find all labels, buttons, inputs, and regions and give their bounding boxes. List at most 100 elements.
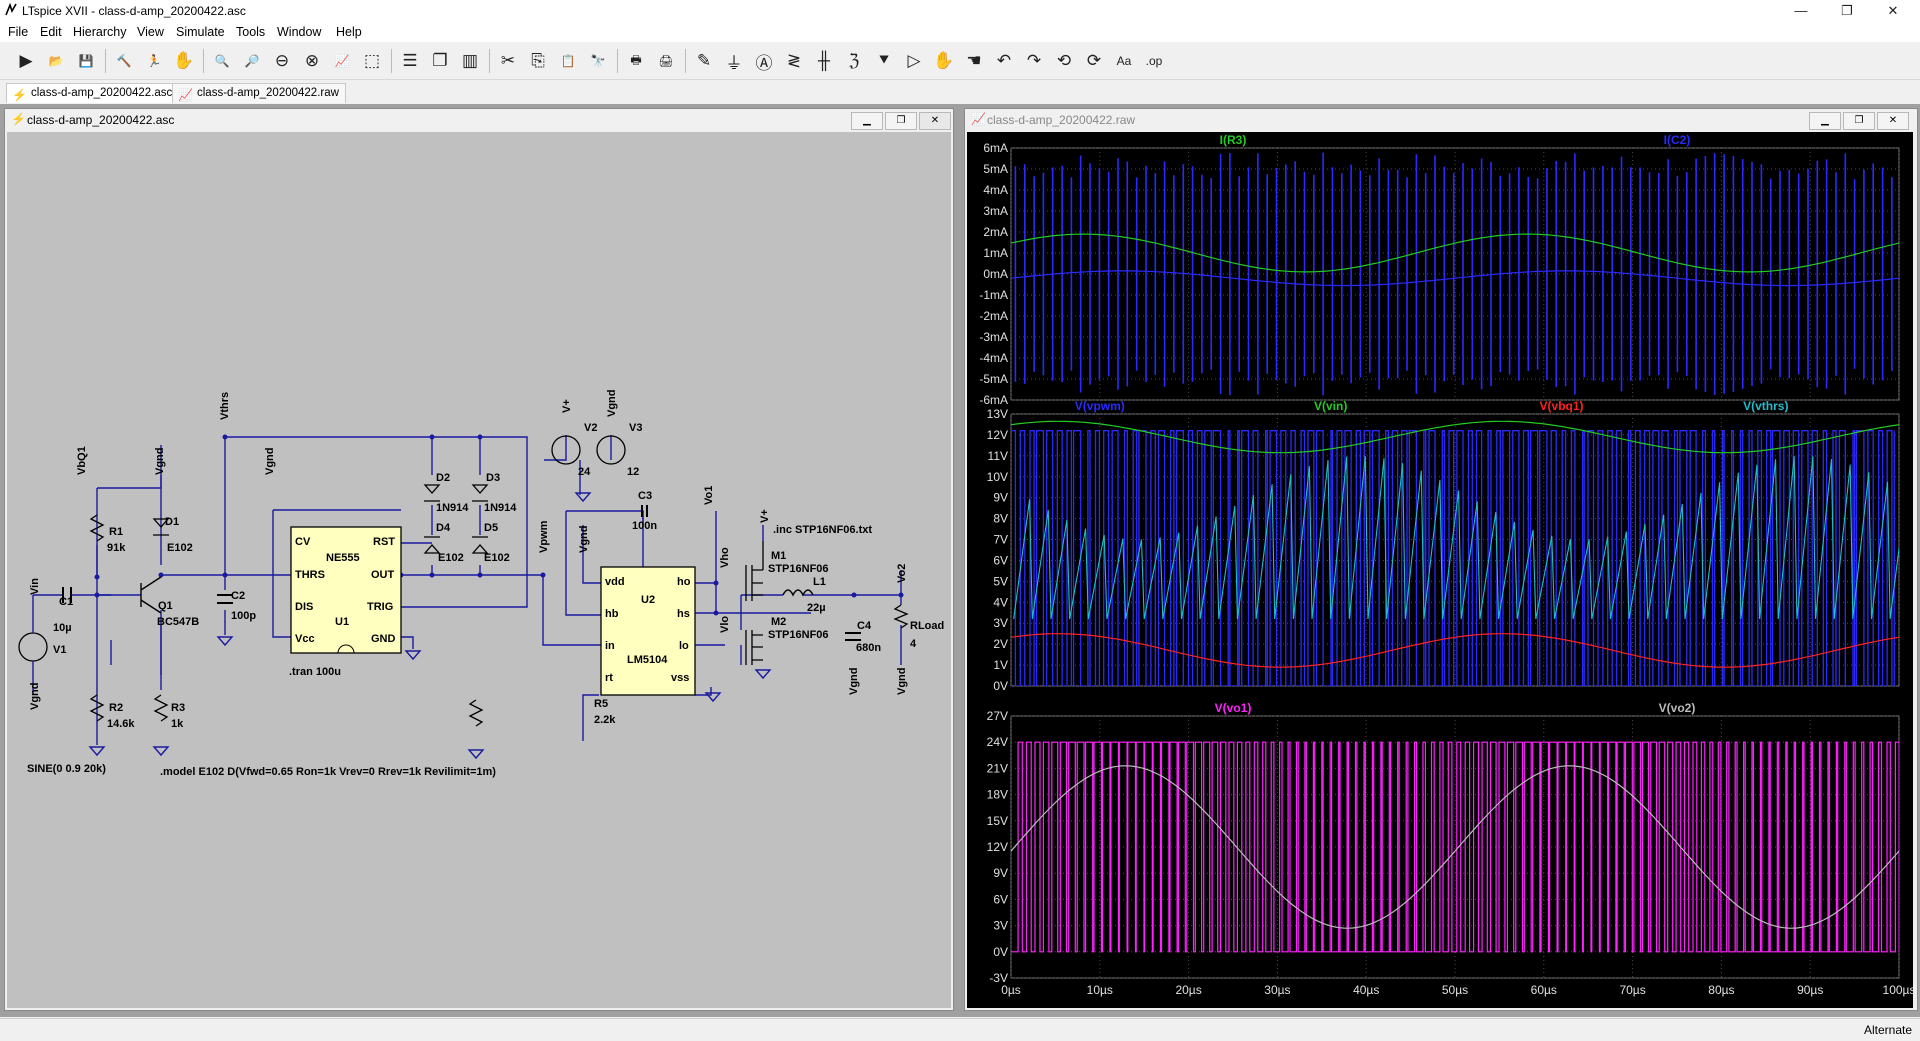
resistor-icon[interactable]: ≷ xyxy=(786,51,802,70)
schematic-close-button[interactable]: ✕ xyxy=(919,112,951,130)
legend-entry[interactable]: V(vthrs) xyxy=(1743,399,1788,413)
lm5104-chip-u2[interactable] xyxy=(600,566,696,696)
transistor-q1[interactable] xyxy=(140,576,162,614)
tile-vertical-icon[interactable]: ▥ xyxy=(461,51,479,70)
save-icon[interactable]: 💾 xyxy=(78,54,94,68)
capacitor-c4[interactable] xyxy=(845,632,861,641)
diode-d3[interactable] xyxy=(471,484,489,502)
legend-entry[interactable]: V(vo2) xyxy=(1659,701,1696,715)
waveform-close-button[interactable]: ✕ xyxy=(1877,112,1909,130)
undo-icon[interactable]: ↶ xyxy=(996,51,1012,70)
capacitor-c2[interactable] xyxy=(217,594,233,604)
diode-icon[interactable]: ⯆ xyxy=(877,51,891,70)
menu-view[interactable]: View xyxy=(137,25,164,39)
diode-d4[interactable] xyxy=(423,536,441,554)
schematic-restore-button[interactable]: ❐ xyxy=(885,112,917,130)
resistor-rload[interactable] xyxy=(893,604,909,629)
inductor-icon[interactable]: ℨ xyxy=(848,51,860,70)
drag-icon[interactable]: ☚ xyxy=(966,51,982,70)
menu-file[interactable]: File xyxy=(8,25,29,39)
zoom-out-icon[interactable]: ⊖ xyxy=(274,51,290,70)
autorange-icon[interactable]: 📈 xyxy=(334,54,350,68)
menu-tools[interactable]: Tools xyxy=(236,25,266,39)
resistor-r5[interactable] xyxy=(468,699,484,727)
capacitor-icon[interactable]: ╫ xyxy=(817,51,831,70)
measure-icon[interactable]: ⬚ xyxy=(363,51,381,70)
move-icon[interactable]: ✋ xyxy=(933,51,955,70)
menu-help[interactable]: Help xyxy=(336,25,362,39)
resistor-r2[interactable] xyxy=(89,694,105,722)
resistor-r3[interactable] xyxy=(153,694,169,722)
halt-icon[interactable]: 🏃 xyxy=(146,54,162,68)
tab-waveform[interactable]: 📈 class-d-amp_20200422.raw xyxy=(172,83,346,103)
tran-directive[interactable]: .tran 100u xyxy=(289,666,341,678)
mirror-icon[interactable]: ⟳ xyxy=(1086,51,1102,70)
redo-icon[interactable]: ↷ xyxy=(1026,51,1042,70)
run-icon[interactable]: ▶ xyxy=(19,51,33,70)
minimize-button[interactable]: — xyxy=(1794,3,1808,18)
legend-entry[interactable]: V(vo1) xyxy=(1215,701,1252,715)
print-icon[interactable]: 🖶 xyxy=(630,52,642,67)
spice-directive-icon[interactable]: .op xyxy=(1145,54,1163,68)
menu-simulate[interactable]: Simulate xyxy=(176,25,225,39)
waveform-minimize-button[interactable]: ▁ xyxy=(1809,112,1841,130)
text-icon[interactable]: Aa xyxy=(1116,54,1132,68)
mosfet-m1[interactable] xyxy=(745,541,764,601)
schematic-icon: ⚡ xyxy=(12,88,27,102)
waveform-restore-button[interactable]: ❐ xyxy=(1843,112,1875,130)
part-name: C4 xyxy=(857,620,872,632)
legend-entry[interactable]: V(vpwm) xyxy=(1075,399,1125,413)
label-net-icon[interactable]: Ⓐ xyxy=(755,53,773,73)
diode-d1[interactable] xyxy=(152,518,170,536)
wire-icon[interactable]: ✎ xyxy=(696,51,712,70)
tab-schematic[interactable]: ⚡ class-d-amp_20200422.asc xyxy=(6,83,180,103)
open-icon[interactable]: 📂 xyxy=(48,54,64,68)
trace-v-vthrs xyxy=(1013,455,1899,620)
legend-entry[interactable]: V(vbq1) xyxy=(1540,399,1584,413)
print-preview-icon[interactable]: 🖨 xyxy=(658,54,674,68)
copy-icon[interactable]: ⎘ xyxy=(531,51,545,70)
legend-entry[interactable]: I(R3) xyxy=(1220,133,1247,147)
control-panel-icon[interactable]: 🔨 xyxy=(116,54,132,68)
pan-icon[interactable]: ✋ xyxy=(173,51,195,70)
rotate-icon[interactable]: ⟲ xyxy=(1056,51,1072,70)
schematic-minimize-button[interactable]: ▁ xyxy=(851,112,883,130)
waveform-plot-area[interactable]: 6mA5mA4mA3mA2mA1mA0mA-1mA-2mA-3mA-4mA-5m… xyxy=(967,132,1913,1008)
find-icon[interactable]: 🔭 xyxy=(590,54,606,68)
cascade-icon[interactable]: ❐ xyxy=(432,51,448,70)
menu-hierarchy[interactable]: Hierarchy xyxy=(73,25,127,39)
voltage-source-v2[interactable] xyxy=(551,435,581,465)
inductor-l1[interactable] xyxy=(782,589,814,597)
tile-horizontal-icon[interactable]: ☰ xyxy=(402,51,418,70)
schematic-canvas[interactable]: Vin VbQ1 Vgnd Vthrs Vgnd Vgnd Vpwm V+ Vg… xyxy=(7,132,951,1008)
legend-entry[interactable]: V(vin) xyxy=(1314,399,1347,413)
maximize-button[interactable]: ❐ xyxy=(1841,3,1853,18)
inc-directive[interactable]: .inc STP16NF06.txt xyxy=(773,524,872,536)
ne555-chip-u1[interactable] xyxy=(290,526,402,654)
paste-icon[interactable]: 📋 xyxy=(560,54,576,68)
diode-d2[interactable] xyxy=(423,484,441,502)
zoom-fit-icon[interactable]: 🔎 xyxy=(244,54,260,68)
plot-pane-1[interactable]: 6mA5mA4mA3mA2mA1mA0mA-1mA-2mA-3mA-4mA-5m… xyxy=(979,133,1900,407)
cut-icon[interactable]: ✂ xyxy=(500,51,516,70)
capacitor-c1[interactable] xyxy=(62,587,72,603)
ground-icon[interactable]: ⏚ xyxy=(725,53,743,73)
mosfet-m2[interactable] xyxy=(745,630,763,665)
menu-edit[interactable]: Edit xyxy=(40,25,62,39)
zoom-cancel-icon[interactable]: ⊗ xyxy=(304,51,320,70)
voltage-source-v3[interactable] xyxy=(596,435,626,465)
close-button[interactable]: ✕ xyxy=(1887,3,1899,18)
trace-group xyxy=(1011,152,1899,396)
voltage-source-v1[interactable] xyxy=(18,632,48,662)
legend-entry[interactable]: I(C2) xyxy=(1664,133,1691,147)
menu-window[interactable]: Window xyxy=(277,25,322,39)
zoom-in-icon[interactable]: 🔍 xyxy=(214,54,230,68)
plot-pane-3[interactable]: 27V24V21V18V15V12V9V6V3V0V-3VV(vo1)V(vo2… xyxy=(987,701,1900,985)
resistor-r1[interactable] xyxy=(89,514,105,542)
plot-pane-2[interactable]: 13V12V11V10V9V8V7V6V5V4V3V2V1V0VV(vpwm)V… xyxy=(987,399,1909,693)
component-icon[interactable]: ▷ xyxy=(907,51,921,70)
u1-pin-cv: CV xyxy=(295,536,311,548)
model-directive[interactable]: .model E102 D(Vfwd=0.65 Ron=1k Vrev=0 Rr… xyxy=(160,766,496,778)
diode-d5[interactable] xyxy=(471,536,489,554)
capacitor-c3[interactable] xyxy=(641,505,648,517)
